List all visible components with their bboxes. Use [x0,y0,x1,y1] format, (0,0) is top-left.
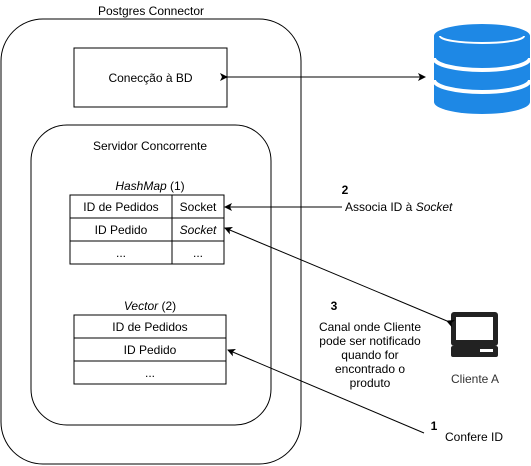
db-connection-box: Conecção à BD [73,47,228,108]
hashmap-cell-r0-c0: ID de Pedidos [83,200,158,214]
hashmap-cell-r2-c1: ... [193,246,203,260]
hashmap-cell-r1-c1: Socket [180,223,217,237]
client-label: Cliente A [451,372,499,386]
step-3-line-1: pode ser notificado [319,334,421,348]
vector-table: Vector (2) ID de Pedidos ID Pedido ... [73,299,227,385]
step-2-text-prefix: Associa ID à [345,200,416,214]
step-2-number: 2 [342,183,349,197]
database-icon [432,24,531,114]
step-3-line-0: Canal onde Cliente [319,320,421,334]
notify-channel-arrow [224,227,456,328]
step-1-number: 1 [431,419,438,433]
hashmap-caption: HashMap (1) [115,179,184,193]
step-3-line-2: quando for [341,348,398,362]
hashmap-caption-number: (1) [167,179,185,193]
step-2-label: 2 Associa ID à Socket [342,183,453,214]
step-2-text-italic: Socket [416,200,453,214]
vector-cell-2: ... [145,366,155,380]
server-title: Servidor Concorrente [93,139,207,153]
hashmap-caption-italic: HashMap [115,179,167,193]
vector-caption: Vector (2) [124,299,176,313]
step-3-line-4: produto [350,376,391,390]
hashmap-table: HashMap (1) ID de Pedidos Socket ID Pedi… [69,179,225,265]
hashmap-cell-r1-c0: ID Pedido [95,223,148,237]
step-3-line-3: encontrado o [335,362,405,376]
vector-cell-0: ID de Pedidos [112,320,187,334]
step-1-label: 1 Confere ID [431,419,504,444]
check-id-arrow [227,349,425,434]
step-3-label: 3 Canal onde Cliente pode ser notificado… [319,299,421,390]
hashmap-cell-r2-c0: ... [116,246,126,260]
vector-caption-number: (2) [158,299,176,313]
hashmap-cell-r0-c1: Socket [180,200,217,214]
vector-cell-1: ID Pedido [124,343,177,357]
step-2-text: Associa ID à Socket [345,200,453,214]
db-connection-label: Conecção à BD [108,71,192,85]
computer-icon [451,312,498,357]
step-1-text: Confere ID [445,430,503,444]
vector-caption-italic: Vector [124,299,159,313]
connector-title: Postgres Connector [98,4,204,18]
step-3-number: 3 [331,299,338,313]
